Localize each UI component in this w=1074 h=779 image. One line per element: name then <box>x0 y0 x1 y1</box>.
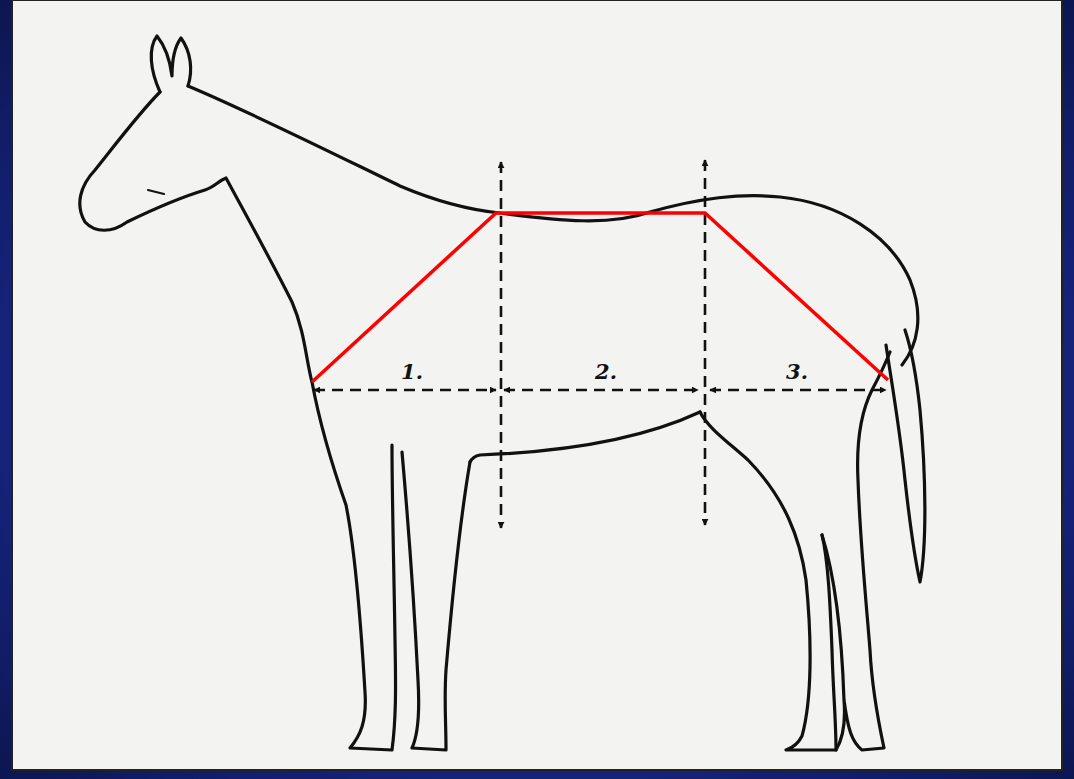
callout-number: 3. <box>784 361 810 382</box>
callout-number: 2. <box>593 361 619 382</box>
horse-outline <box>80 36 925 750</box>
measure-arrows <box>314 160 886 528</box>
callout-number: 1. <box>399 361 425 382</box>
red-guide-line <box>312 213 888 382</box>
picture-panel <box>12 0 1062 770</box>
